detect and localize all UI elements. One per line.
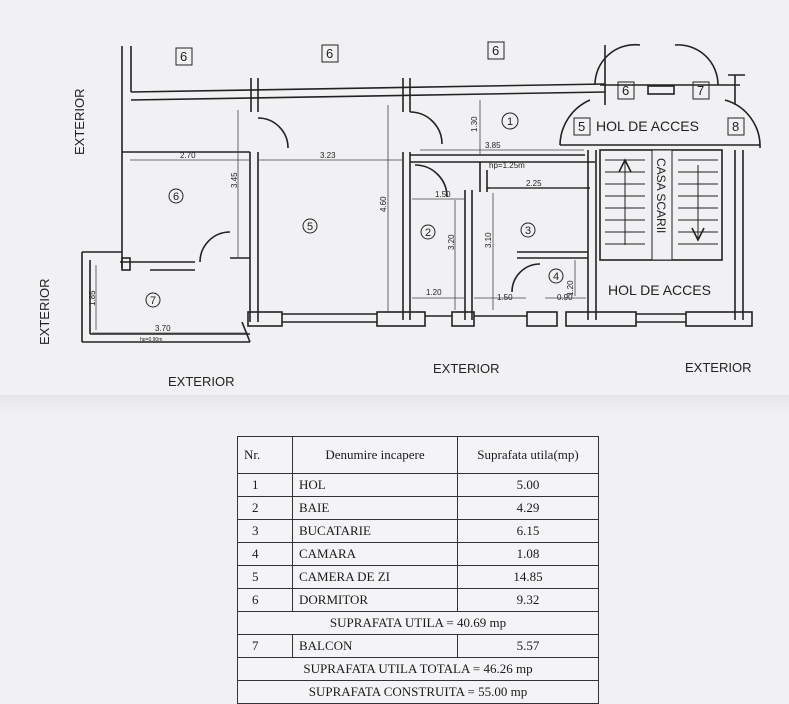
dimension-label: 1.50 — [435, 190, 451, 199]
hol-de-acces-label-top: HOL DE ACCES — [596, 118, 699, 134]
room-number: 3 — [525, 225, 531, 237]
table-header-row: Nr. Denumire incapere Suprafata utila(mp… — [237, 436, 599, 474]
dimension-label: 3.85 — [485, 141, 501, 150]
dimension-label: 2.25 — [526, 179, 542, 188]
casa-scarii-label: CASA SCARII — [654, 158, 668, 233]
row-area: 6.15 — [457, 519, 599, 543]
room-number: 5 — [307, 221, 313, 233]
dimension-label: hp=0.90m — [140, 337, 162, 343]
row-nr: 3 — [237, 519, 293, 543]
box-number: 7 — [697, 83, 704, 98]
box-number: 6 — [326, 46, 333, 61]
row-name: BUCATARIE — [292, 519, 458, 543]
table-row: 2 BAIE 4.29 — [237, 496, 599, 520]
room-number: 4 — [553, 271, 559, 283]
dimension-label: 4.60 — [379, 196, 388, 212]
row-area: 14.85 — [457, 565, 599, 589]
row-nr: 2 — [237, 496, 293, 520]
room-number: 6 — [173, 191, 179, 203]
hol-de-acces-label-bottom: HOL DE ACCES — [608, 282, 711, 298]
exterior-label-left: EXTERIOR — [37, 279, 52, 345]
box-number: 6 — [622, 83, 629, 98]
column-header: Denumire incapere — [292, 436, 458, 474]
row-nr: 1 — [237, 473, 293, 497]
room-number: 2 — [425, 227, 431, 239]
table-row: 4 CAMARA 1.08 — [237, 542, 599, 566]
suprafata-construita: SUPRAFATA CONSTRUITA = 55.00 mp — [237, 680, 599, 704]
row-area: 5.00 — [457, 473, 599, 497]
dimension-label: hp=1.25m — [489, 161, 525, 170]
exterior-label-bottom-left: EXTERIOR — [168, 374, 234, 389]
dimension-label: 3.23 — [320, 151, 336, 160]
dimension-label: 1.20 — [426, 288, 442, 297]
dimension-label: 0.90 — [557, 293, 573, 302]
row-area: 1.08 — [457, 542, 599, 566]
room-area-table: Nr. Denumire incapere Suprafata utila(mp… — [237, 436, 599, 704]
suprafata-utila: SUPRAFATA UTILA = 40.69 mp — [237, 611, 599, 635]
dimension-label: 3.70 — [155, 324, 171, 333]
row-area: 9.32 — [457, 588, 599, 612]
column-header: Suprafata utila(mp) — [457, 436, 599, 474]
exterior-label-bottom: EXTERIOR — [433, 361, 499, 376]
row-name: HOL — [292, 473, 458, 497]
row-name: CAMERA DE ZI — [292, 565, 458, 589]
row-name: CAMARA — [292, 542, 458, 566]
exterior-label-bottom-right: EXTERIOR — [685, 360, 751, 375]
table-row: 3 BUCATARIE 6.15 — [237, 519, 599, 543]
room-number: 1 — [507, 116, 513, 128]
dimension-label: 2.70 — [180, 151, 196, 160]
exterior-label-top-left: EXTERIOR — [72, 89, 87, 155]
dimension-label: 1.85 — [88, 290, 97, 306]
suprafata-utila-totala: SUPRAFATA UTILA TOTALA = 46.26 mp — [237, 657, 599, 681]
row-nr: 4 — [237, 542, 293, 566]
floor-plan: EXTERIOR EXTERIOR EXTERIOR EXTERIOR EXTE… — [37, 41, 761, 389]
dimension-label: 3.45 — [230, 172, 239, 188]
dimension-label: 1.30 — [470, 116, 479, 132]
table-row: 5 CAMERA DE ZI 14.85 — [237, 565, 599, 589]
dimension-label: 1.50 — [497, 293, 513, 302]
box-number: 8 — [732, 119, 739, 134]
dimension-label: 3.10 — [484, 232, 493, 248]
summary-row: SUPRAFATA CONSTRUITA = 55.00 mp — [237, 680, 599, 704]
row-nr: 5 — [237, 565, 293, 589]
dimension-label: 3.20 — [447, 234, 456, 250]
column-header: Nr. — [237, 436, 293, 474]
row-area: 4.29 — [457, 496, 599, 520]
row-nr: 7 — [237, 634, 293, 658]
table-row: 6 DORMITOR 9.32 — [237, 588, 599, 612]
room-number: 7 — [150, 295, 156, 307]
table-row: 1 HOL 5.00 — [237, 473, 599, 497]
box-number: 5 — [578, 119, 585, 134]
row-name: DORMITOR — [292, 588, 458, 612]
row-area: 5.57 — [457, 634, 599, 658]
box-number: 6 — [492, 43, 499, 58]
row-name: BALCON — [292, 634, 458, 658]
dimension-label: 1.20 — [566, 280, 575, 296]
sheet-fold — [0, 395, 789, 415]
row-nr: 6 — [237, 588, 293, 612]
summary-row: SUPRAFATA UTILA TOTALA = 46.26 mp — [237, 657, 599, 681]
row-name: BAIE — [292, 496, 458, 520]
summary-row: SUPRAFATA UTILA = 40.69 mp — [237, 611, 599, 635]
box-number: 6 — [180, 49, 187, 64]
table-row: 7 BALCON 5.57 — [237, 634, 599, 658]
